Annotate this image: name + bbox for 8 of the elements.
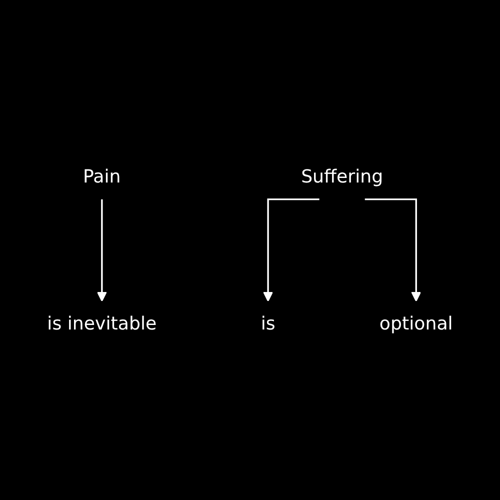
node-text: is inevitable [47, 312, 157, 334]
node-text: optional [379, 312, 453, 334]
node-text: Pain [83, 165, 121, 187]
node-text: is [260, 312, 276, 334]
arrow [263, 198, 320, 302]
arrow [96, 198, 107, 302]
node-text: Suffering [301, 165, 384, 187]
arrow [364, 198, 422, 302]
